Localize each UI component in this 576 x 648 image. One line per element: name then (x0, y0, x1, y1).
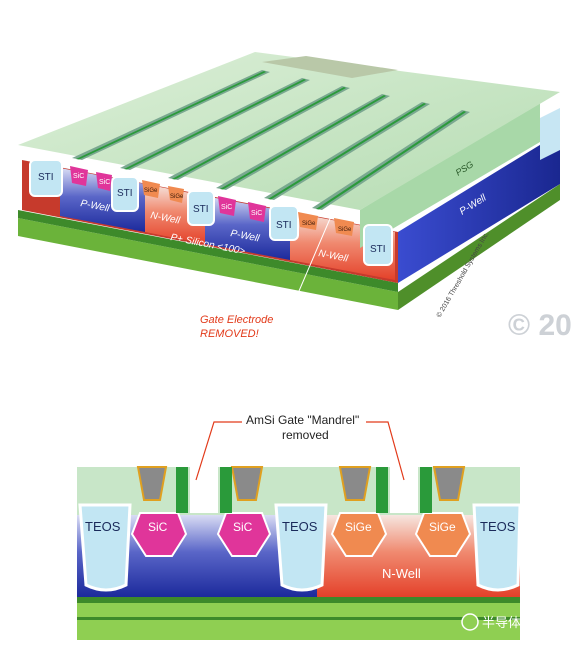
wechat-icon (461, 613, 479, 631)
cs-teos-label-2: TEOS (282, 519, 318, 534)
wafer-3d-block (18, 52, 560, 310)
cs-callout-line-left (195, 421, 242, 481)
sige-label-3: SiGe (302, 221, 316, 227)
sti-label-2: STI (117, 188, 133, 199)
cs-sige-label-2: SiGe (429, 520, 456, 534)
sic-label-4: SiC (251, 210, 262, 217)
gate-callout-line2: REMOVED! (200, 328, 259, 340)
cs-sic-label-1: SiC (148, 520, 168, 534)
wechat-badge-text: 半导体智造 (482, 615, 547, 630)
substrate-right-face (398, 184, 560, 310)
sige-label-4: SiGe (338, 227, 352, 233)
fin-trenches (72, 56, 470, 210)
cs-gate-stacks (136, 466, 466, 513)
cs-teos-label-3: TEOS (480, 519, 516, 534)
right-face-sti (540, 108, 560, 160)
cs-substrate-bottom (77, 620, 520, 640)
sige-label-1: SiGe (144, 188, 158, 194)
front-sige-pillars (142, 180, 354, 236)
sige-label-2: SiGe (170, 194, 184, 200)
cs-sic-label-2: SiC (233, 520, 253, 534)
cs-substrate-line (77, 617, 520, 620)
sti-label-5: STI (370, 244, 386, 255)
sti-label-3: STI (193, 204, 209, 215)
watermark-text: © 20 (508, 309, 572, 342)
gate-callout-line1: Gate Electrode (200, 314, 273, 326)
sic-label-2: SiC (99, 179, 110, 186)
top-face-psg (18, 52, 560, 210)
cs-callout-line2: removed (282, 428, 329, 442)
gate-callout-line (289, 213, 333, 313)
cross-section: TEOS TEOS TEOS SiC SiC SiGe SiGe N-Well … (77, 413, 522, 640)
substrate-dark-strip (18, 210, 398, 292)
cs-callout-line-right (366, 421, 405, 481)
cs-substrate-dark (77, 597, 520, 603)
front-sic-pillars (70, 166, 266, 222)
right-face-psg (360, 102, 540, 248)
cs-substrate (77, 603, 520, 617)
cs-nwell-label: N-Well (382, 566, 421, 581)
right-face-pwell (398, 140, 560, 283)
sti-label-4: STI (276, 220, 292, 231)
cs-teos-blocks (78, 503, 522, 592)
sic-label-1: SiC (73, 173, 84, 180)
sti-label-1: STI (38, 172, 54, 183)
substrate-front-face (18, 218, 398, 310)
sic-label-3: SiC (221, 204, 232, 211)
cs-teos-label-1: TEOS (85, 519, 121, 534)
cs-callout-line1: AmSi Gate "Mandrel" (246, 413, 359, 427)
cs-sic-regions (130, 512, 272, 557)
cs-sige-label-1: SiGe (345, 520, 372, 534)
front-sti-blocks (29, 159, 393, 266)
wechat-badge: 半导体智造 (461, 613, 547, 631)
cs-sige-regions (330, 512, 472, 557)
